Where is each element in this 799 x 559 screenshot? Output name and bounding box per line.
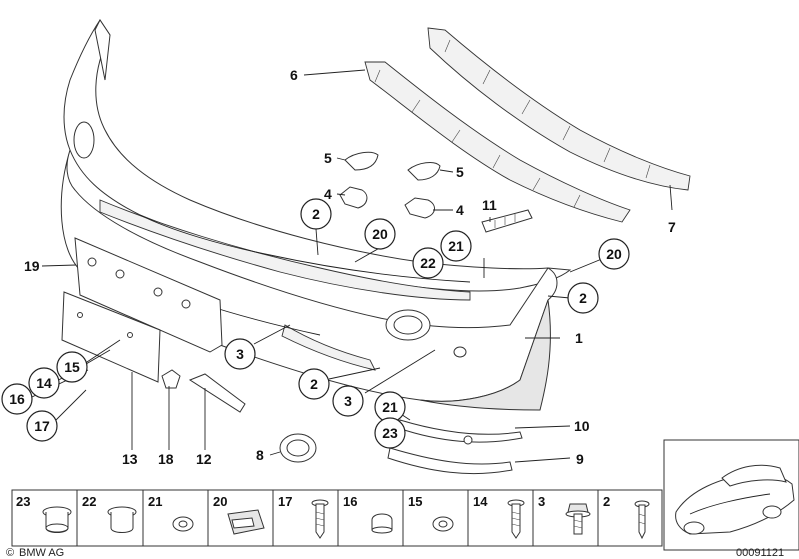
callout-9: 9 bbox=[576, 451, 584, 467]
bubble-20-b: 20 bbox=[598, 238, 630, 270]
plug-16-icon bbox=[371, 513, 393, 534]
bubble-2-a: 2 bbox=[300, 198, 332, 230]
svg-text:2: 2 bbox=[312, 206, 320, 222]
bracket-11 bbox=[481, 209, 533, 233]
table-label-20: 20 bbox=[213, 494, 227, 509]
strips-9-10 bbox=[387, 419, 523, 475]
small-caps bbox=[339, 151, 441, 219]
callout-1: 1 bbox=[575, 330, 583, 346]
bubble-3-a: 3 bbox=[224, 338, 256, 370]
svg-text:17: 17 bbox=[34, 418, 50, 434]
vehicle-thumbnail bbox=[663, 439, 799, 551]
svg-text:23: 23 bbox=[382, 425, 398, 441]
bubble-2-c: 2 bbox=[298, 368, 330, 400]
callout-11: 11 bbox=[482, 197, 497, 213]
bubble-23: 23 bbox=[374, 417, 406, 449]
diagram-number: 00091121 bbox=[736, 547, 784, 559]
bubble-16: 16 bbox=[1, 383, 33, 415]
svg-text:16: 16 bbox=[9, 391, 25, 407]
table-label-15: 15 bbox=[408, 494, 422, 509]
footer: © BMW AG 00091121 bbox=[6, 547, 784, 559]
bubble-20-a: 20 bbox=[364, 218, 396, 250]
callout-19: 19 bbox=[24, 258, 40, 274]
svg-text:22: 22 bbox=[420, 255, 436, 271]
callout-10: 10 bbox=[574, 418, 590, 434]
brand-name: BMW AG bbox=[19, 547, 64, 559]
svg-text:3: 3 bbox=[236, 346, 244, 362]
grommet-22-icon bbox=[107, 506, 137, 533]
table-label-21: 21 bbox=[148, 494, 162, 509]
bubble-17: 17 bbox=[26, 410, 58, 442]
bubble-14: 14 bbox=[28, 367, 60, 399]
callout-12: 12 bbox=[196, 451, 212, 467]
grommet-23-icon bbox=[42, 506, 72, 533]
svg-text:21: 21 bbox=[382, 399, 398, 415]
table-label-16: 16 bbox=[343, 494, 357, 509]
table-label-14: 14 bbox=[473, 494, 488, 509]
fog-ring-8 bbox=[279, 433, 317, 463]
callout-13: 13 bbox=[122, 451, 138, 467]
callout-4a: 4 bbox=[324, 186, 332, 202]
bubble-2-b: 2 bbox=[567, 282, 599, 314]
screw-14-icon bbox=[507, 499, 525, 539]
callout-6: 6 bbox=[290, 67, 298, 83]
circled-callouts: 2 20 21 22 20 2 3 2 3 21 23 15 14 16 17 bbox=[1, 198, 630, 449]
bubble-21-b: 21 bbox=[374, 391, 406, 423]
callout-18: 18 bbox=[158, 451, 174, 467]
washer-15-icon bbox=[432, 516, 454, 532]
table-label-17: 17 bbox=[278, 494, 292, 509]
screw-2-icon bbox=[634, 500, 650, 540]
callout-8: 8 bbox=[256, 447, 264, 463]
grille-part-7 bbox=[427, 27, 691, 191]
clip-nut-20-icon bbox=[227, 509, 265, 535]
svg-text:3: 3 bbox=[344, 393, 352, 409]
table-label-23: 23 bbox=[16, 494, 30, 509]
grille-part-6 bbox=[364, 61, 631, 223]
clip-and-strip bbox=[161, 369, 246, 413]
screw-17-icon bbox=[311, 499, 329, 539]
svg-text:14: 14 bbox=[36, 375, 52, 391]
bolt-3-icon bbox=[565, 503, 591, 535]
callout-5b: 5 bbox=[456, 164, 464, 180]
svg-text:2: 2 bbox=[579, 290, 587, 306]
svg-text:20: 20 bbox=[372, 226, 388, 242]
parts-table: 23 22 21 20 17 16 15 14 3 2 bbox=[11, 489, 663, 547]
plain-callouts: 6 5 5 4 4 11 7 19 1 13 18 12 8 10 9 bbox=[24, 67, 676, 467]
washer-21-icon bbox=[172, 516, 194, 532]
svg-text:21: 21 bbox=[448, 238, 464, 254]
bubble-3-b: 3 bbox=[332, 385, 364, 417]
bubble-22: 22 bbox=[412, 247, 444, 279]
callout-5a: 5 bbox=[324, 150, 332, 166]
svg-text:20: 20 bbox=[606, 246, 622, 262]
copyright-symbol: © bbox=[6, 547, 14, 559]
table-label-3: 3 bbox=[538, 494, 545, 509]
table-label-2: 2 bbox=[603, 494, 610, 509]
bubble-15: 15 bbox=[56, 351, 88, 383]
plate-holder bbox=[61, 237, 223, 383]
bubble-21-a: 21 bbox=[440, 230, 472, 262]
svg-text:2: 2 bbox=[310, 376, 318, 392]
callout-7: 7 bbox=[668, 219, 676, 235]
svg-text:15: 15 bbox=[64, 359, 80, 375]
table-label-22: 22 bbox=[82, 494, 96, 509]
callout-4b: 4 bbox=[456, 202, 464, 218]
